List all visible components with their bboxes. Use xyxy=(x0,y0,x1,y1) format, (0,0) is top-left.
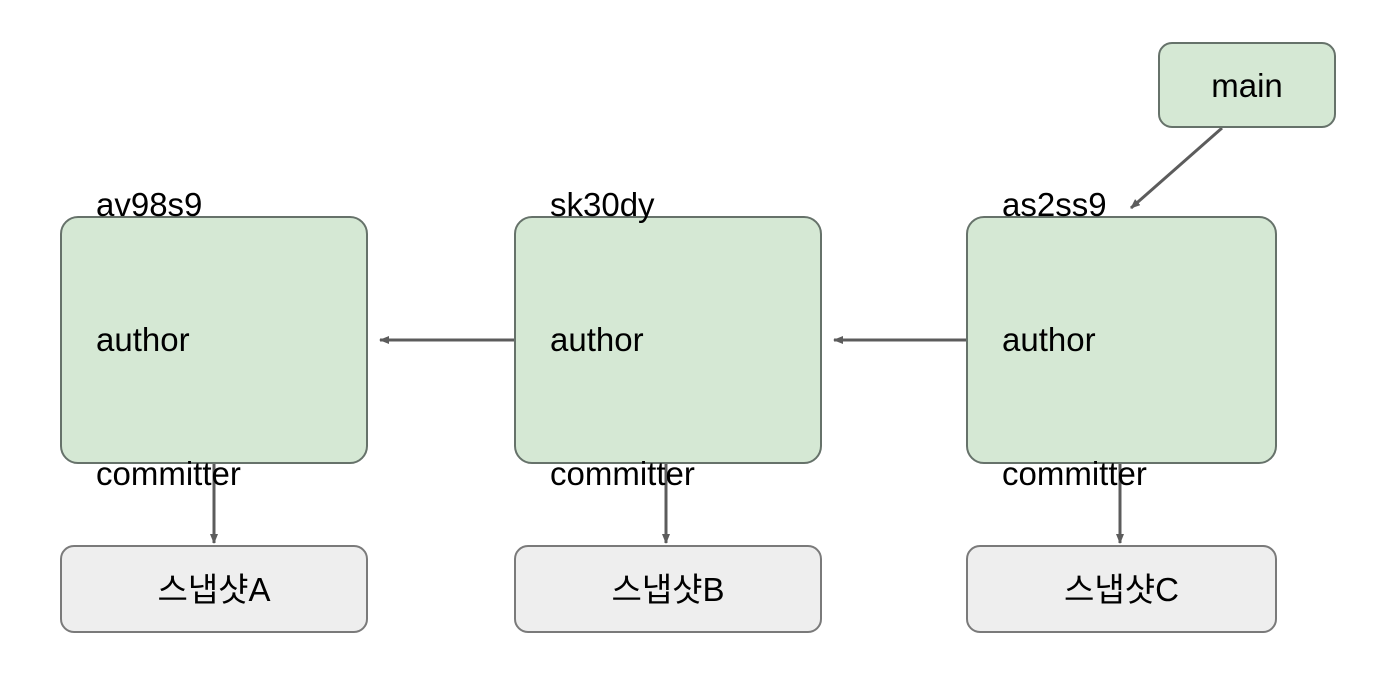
commit-committer: committer xyxy=(1002,455,1147,493)
commit-author: author xyxy=(1002,320,1096,358)
commit-committer: committer xyxy=(550,455,695,493)
snapshot-node-a[interactable]: 스냅샷A xyxy=(60,545,368,633)
branch-node-main[interactable]: main xyxy=(1158,42,1336,128)
commit-author: author xyxy=(96,320,190,358)
commit-body: as2ss9 author committer xyxy=(968,93,1147,587)
commit-author: author xyxy=(550,320,644,358)
snapshot-node-b[interactable]: 스냅샷B xyxy=(514,545,822,633)
snapshot-label: 스냅샷B xyxy=(611,570,725,608)
commit-hash: sk30dy xyxy=(550,185,655,223)
commit-hash: av98s9 xyxy=(96,185,203,223)
snapshot-label: 스냅샷A xyxy=(157,570,271,608)
commit-committer: committer xyxy=(96,455,241,493)
commit-hash: as2ss9 xyxy=(1002,185,1107,223)
snapshot-node-c[interactable]: 스냅샷C xyxy=(966,545,1277,633)
commit-node-sk30dy[interactable]: sk30dy author committer xyxy=(514,186,822,492)
branch-label: main xyxy=(1211,66,1283,104)
commit-body: sk30dy author committer xyxy=(516,93,695,587)
commit-node-as2ss9[interactable]: as2ss9 author committer xyxy=(966,186,1277,492)
commit-body: av98s9 author committer xyxy=(62,93,241,587)
commit-node-av98s9[interactable]: av98s9 author committer xyxy=(60,186,368,492)
snapshot-label: 스냅샷C xyxy=(1064,570,1179,608)
